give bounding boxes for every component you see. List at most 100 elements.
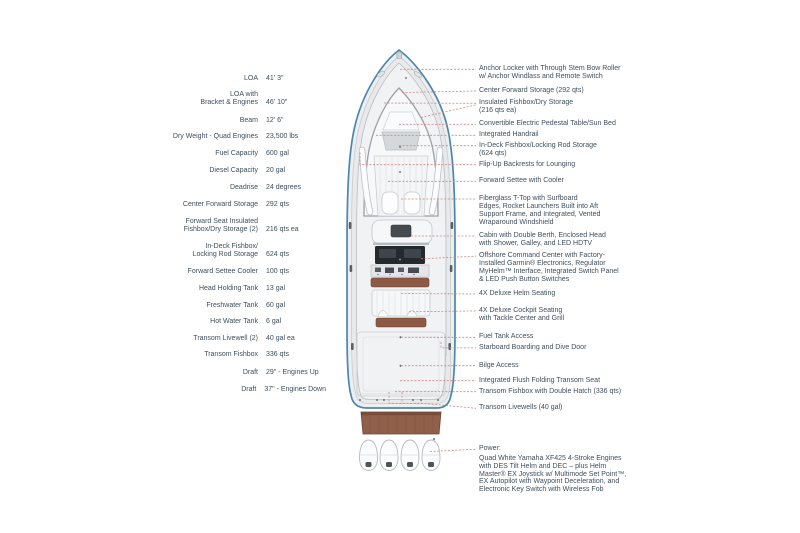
spec-label: Draft	[242, 368, 258, 376]
spec-value: 336 qts	[266, 350, 289, 358]
spec-value: 216 qts ea	[266, 225, 299, 233]
callout-text: Starboard Boarding and Dive Door	[479, 343, 587, 351]
spec-label: LOA	[243, 75, 258, 83]
helm-screen	[379, 249, 396, 258]
spec-label: Freshwater Tank	[206, 301, 258, 309]
callout-text: Offshore Command Center with Factory- In…	[479, 252, 619, 283]
spec-label: Forward Seat Insulated Fishbox/Dry Stora…	[183, 217, 258, 233]
spec-row: Draft 29" - Engines Up	[58, 369, 326, 377]
spec-value: 13 gal	[266, 284, 286, 292]
forward-storage-hatch	[382, 111, 420, 131]
spec-value: 46' 10"	[266, 99, 288, 107]
callout-text: 4X Deluxe Helm Seating	[479, 290, 556, 297]
helm-screen	[404, 249, 421, 258]
spec-value: 600 gal	[266, 150, 289, 158]
spec-row: Head Holding Tank 13 gal	[58, 285, 326, 293]
callout-text: 4X Deluxe Cockpit Seating with Tackle Ce…	[479, 306, 565, 322]
spec-label: Fuel Capacity	[215, 150, 258, 158]
callout-text: Convertible Electric Pedestal Table/Sun …	[479, 120, 616, 128]
spec-value: 292 qts	[266, 200, 289, 208]
spec-row: Fuel Capacity 600 gal	[58, 150, 326, 158]
pedestal-table	[381, 131, 421, 151]
spec-row: LOA 41' 3"	[58, 75, 326, 83]
settee-headrest	[381, 191, 399, 215]
spec-value: 20 gal	[266, 166, 286, 174]
spec-label: Hot Water Tank	[210, 318, 258, 326]
spec-row: In-Deck Fishbox/ Locking Rod Storage 624 …	[58, 243, 326, 260]
callout-text: Transom Fishbox with Double Hatch (336 q…	[479, 387, 622, 395]
cockpit-seating	[371, 289, 431, 328]
spec-row: Center Forward Storage 292 qts	[58, 201, 326, 209]
spec-row: LOA with Bracket & Engines 46' 10"	[58, 91, 326, 108]
spec-value: 37" - Engines Down	[264, 385, 326, 393]
spec-value: 100 qts	[266, 268, 289, 276]
spec-row: Dry Weight - Quad Engines 23,500 lbs	[58, 133, 326, 141]
spec-value: 12' 6"	[266, 116, 284, 124]
callout-text: Fiberglass T-Top with Surfboard Edges, R…	[479, 195, 601, 226]
callout-text: Integrated Flush Folding Transom Seat	[479, 376, 601, 384]
engine	[379, 439, 399, 471]
engine	[421, 439, 441, 471]
power-text: Quad White Yamaha XF425 4-Stroke Engines…	[479, 455, 627, 494]
outboard-engines	[359, 439, 441, 471]
spec-label: Deadrise	[229, 183, 258, 191]
bow-roller	[396, 51, 403, 59]
callout-text: Fuel Tank Access	[479, 333, 534, 341]
bow-deck	[376, 51, 423, 79]
spec-value: 40 gal ea	[266, 335, 295, 343]
spec-row: Deadrise 24 degrees	[58, 184, 326, 192]
spec-row: Hot Water Tank 6 gal	[58, 318, 326, 326]
spec-row: Freshwater Tank 60 gal	[58, 302, 326, 310]
engine	[359, 439, 378, 471]
spec-label: LOA with Bracket & Engines	[200, 90, 258, 107]
power-label: Power:	[479, 445, 501, 452]
spec-row: Forward Settee Cooler 100 qts	[58, 268, 326, 276]
transom-bracket	[360, 411, 442, 440]
spec-label: Dry Weight - Quad Engines	[172, 133, 258, 141]
bow-cleat-starboard	[413, 71, 423, 78]
spec-value: 24 degrees	[266, 183, 302, 191]
bow-seating	[358, 87, 444, 217]
callout-text: Transom Livewells (40 gal)	[479, 404, 563, 412]
spec-value: 60 gal	[266, 301, 286, 309]
spec-row: Diesel Capacity 20 gal	[58, 167, 326, 175]
engine	[400, 439, 420, 471]
teak-trim	[375, 317, 427, 328]
callout-text: Forward Settee with Cooler	[479, 177, 564, 185]
spec-label: Transom Fishbox	[204, 350, 258, 358]
bow-cleat-port	[376, 70, 386, 78]
spec-value: 41' 3"	[266, 75, 284, 83]
callout-text: In-Deck Fishbox/Locking Rod Storage (624…	[479, 141, 597, 157]
helm-console	[370, 219, 433, 288]
spec-row: Transom Fishbox 336 qts	[58, 351, 326, 359]
spec-label: Diesel Capacity	[209, 166, 258, 174]
in-deck-hatch	[356, 331, 446, 397]
callout-text: Flip-Up Backrests for Lounging	[479, 160, 576, 168]
cabin-hatch	[390, 224, 412, 238]
spec-row: Draft 37" - Engines Down	[58, 386, 326, 394]
spec-value: 624 qts	[266, 251, 289, 259]
spec-label: In-Deck Fishbox/ Locking Rod Storage	[192, 242, 258, 259]
callout-text: Center Forward Storage (292 qts)	[479, 86, 584, 94]
spec-value: 29" - Engines Up	[266, 368, 319, 376]
spec-label: Draft	[241, 385, 257, 393]
spec-label: Center Forward Storage	[182, 200, 258, 208]
spec-label: Head Holding Tank	[198, 284, 258, 292]
callout-text: Cabin with Double Berth, Enclosed Head w…	[479, 232, 606, 247]
leader-lines	[359, 68, 477, 452]
spec-value: 23,500 lbs	[266, 133, 299, 141]
spec-label: Transom Livewell (2)	[193, 335, 258, 343]
spec-label: Forward Settee Cooler	[187, 268, 258, 276]
callout-text: Anchor Locker with Through Stem Bow Roll…	[479, 65, 621, 81]
callout-text: Insulated Fishbox/Dry Storage (216 qts e…	[479, 99, 574, 114]
callout-text: Bilge Access	[479, 361, 519, 369]
spec-row: Transom Livewell (2) 40 gal ea	[58, 335, 326, 343]
settee-headrest	[403, 191, 421, 215]
callout-text: Integrated Handrail	[479, 131, 539, 139]
spec-row: Forward Seat Insulated Fishbox/Dry Stora…	[58, 218, 326, 235]
spec-value: 6 gal	[266, 318, 282, 326]
teak-trim	[370, 277, 430, 288]
handrail-starboard	[429, 147, 443, 215]
